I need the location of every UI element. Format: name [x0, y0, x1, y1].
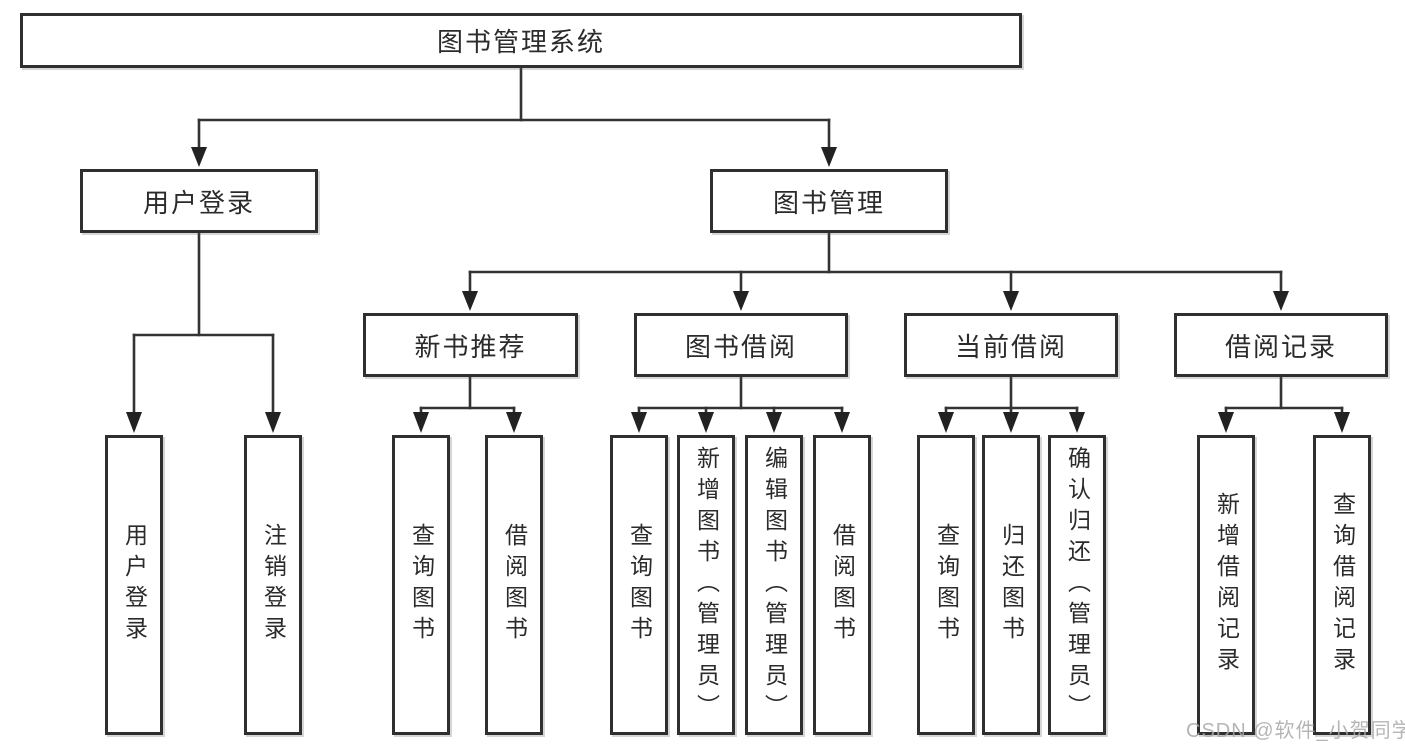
leaf-return-book: 归还图书 — [982, 435, 1040, 735]
leaf-edit-book-admin: 编辑图书（管理员） — [745, 435, 803, 735]
leaf-query-book-recommend: 查询图书 — [392, 435, 450, 735]
leaf-label: 编辑图书（管理员） — [761, 445, 788, 725]
node-book-management: 图书管理 — [710, 169, 948, 233]
node-user-login-group: 用户登录 — [80, 169, 318, 233]
watermark: CSDN @软件_小贺同学 — [1186, 720, 1405, 742]
leaf-add-book-admin: 新增图书（管理员） — [677, 435, 735, 735]
leaf-add-borrow-record: 新增借阅记录 — [1197, 435, 1255, 735]
leaf-label: 查询图书 — [408, 523, 435, 647]
leaf-label: 确认归还（管理员） — [1064, 445, 1091, 725]
leaf-user-login: 用户登录 — [105, 435, 163, 735]
leaf-confirm-return-admin: 确认归还（管理员） — [1048, 435, 1106, 735]
node-book-borrow: 图书借阅 — [634, 313, 848, 377]
node-borrow-record: 借阅记录 — [1174, 313, 1388, 377]
leaf-label: 新增借阅记录 — [1213, 492, 1240, 678]
leaf-query-book-borrow: 查询图书 — [610, 435, 668, 735]
leaf-label: 新增图书（管理员） — [693, 445, 720, 725]
leaf-label: 查询借阅记录 — [1329, 492, 1356, 678]
arrowheads — [126, 147, 1350, 433]
node-root: 图书管理系统 — [20, 13, 1022, 68]
leaf-borrow-book-borrow: 借阅图书 — [813, 435, 871, 735]
leaf-label: 归还图书 — [998, 523, 1025, 647]
node-current-borrow: 当前借阅 — [904, 313, 1118, 377]
leaf-label: 借阅图书 — [501, 523, 528, 647]
node-new-book-recommend: 新书推荐 — [363, 313, 578, 377]
leaf-query-borrow-record: 查询借阅记录 — [1313, 435, 1371, 735]
leaf-label: 借阅图书 — [829, 523, 856, 647]
leaf-label: 查询图书 — [933, 523, 960, 647]
leaf-logout: 注销登录 — [244, 435, 302, 735]
leaf-label: 查询图书 — [626, 523, 653, 647]
leaf-label: 用户登录 — [121, 523, 148, 647]
leaf-label: 注销登录 — [260, 523, 287, 647]
leaf-borrow-book-recommend: 借阅图书 — [485, 435, 543, 735]
leaf-query-book-current: 查询图书 — [917, 435, 975, 735]
